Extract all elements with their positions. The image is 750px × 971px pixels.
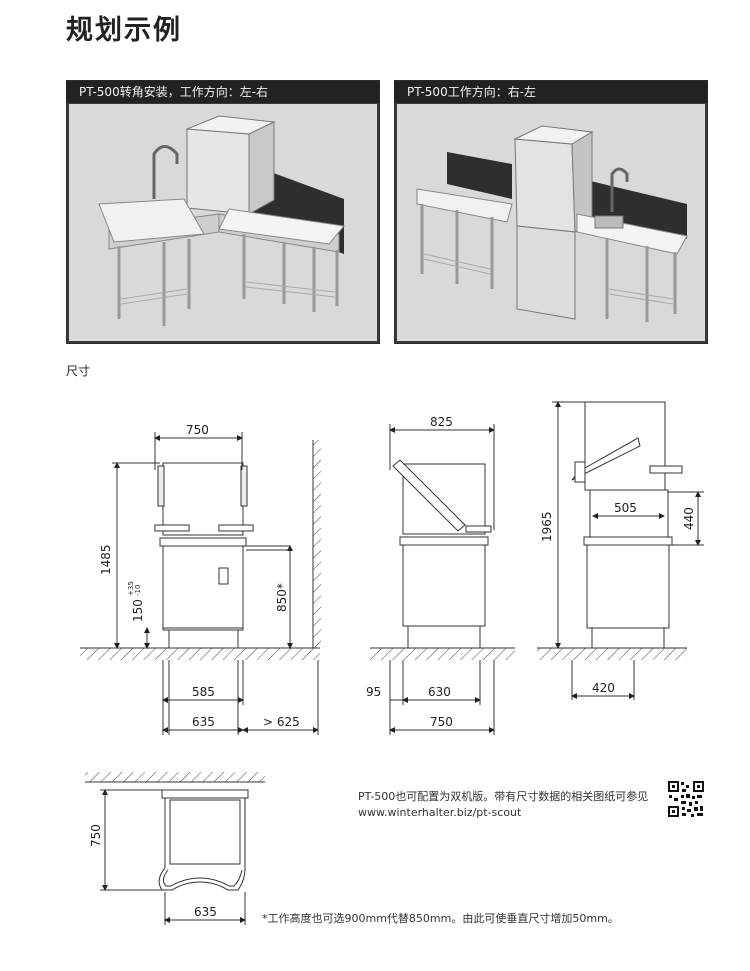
website-link[interactable]: www.winterhalter.biz/pt-scout bbox=[358, 806, 522, 819]
installation-example-right-left: PT-500工作方向：右-左 bbox=[394, 80, 708, 344]
render-image bbox=[397, 104, 705, 341]
dim-tol-minus: -10 bbox=[134, 585, 142, 596]
installation-example-corner: PT-500转角安装，工作方向：左-右 bbox=[66, 80, 380, 344]
dim-front-depth: 635 bbox=[192, 715, 215, 729]
dim-open-base: 420 bbox=[592, 681, 615, 695]
dimension-drawing: 750 1485 150 +35 -10 850* 585 635 > 625 … bbox=[80, 401, 704, 925]
dim-open-height: 1965 bbox=[540, 511, 554, 542]
dim-front-width: 750 bbox=[186, 423, 209, 437]
plan-view bbox=[85, 772, 265, 925]
footnote: *工作高度也可选900mm代替850mm。由此可使垂直尺寸增加50mm。 bbox=[262, 912, 619, 925]
dim-front-height: 1485 bbox=[99, 544, 113, 575]
panel-caption: PT-500工作方向：右-左 bbox=[395, 81, 707, 103]
dimensions-heading: 尺寸 bbox=[66, 364, 91, 378]
front-view bbox=[80, 432, 321, 735]
dim-side-base: 630 bbox=[428, 685, 451, 699]
open-view bbox=[537, 401, 704, 700]
dim-plan-depth: 750 bbox=[89, 824, 103, 847]
dim-front-clearance: > 625 bbox=[263, 715, 300, 729]
dim-open-inner-height: 440 bbox=[682, 507, 696, 530]
render-image bbox=[69, 104, 377, 341]
qr-code[interactable] bbox=[667, 780, 705, 818]
dim-open-inner-width: 505 bbox=[614, 501, 637, 515]
dual-version-note: PT-500也可配置为双机版。带有尺寸数据的相关图纸可参见 bbox=[358, 790, 649, 803]
dim-plan-width: 635 bbox=[194, 905, 217, 919]
side-view bbox=[370, 424, 515, 735]
dim-tol-plus: +35 bbox=[127, 581, 135, 596]
dim-front-adjust: 150 bbox=[131, 599, 145, 622]
dim-side-total: 750 bbox=[430, 715, 453, 729]
dim-side-offset: 95 bbox=[366, 685, 381, 699]
dishwasher-corner-render bbox=[69, 104, 377, 341]
dim-front-table: 850* bbox=[275, 583, 289, 612]
dishwasher-line-render bbox=[397, 104, 705, 341]
dim-front-base: 585 bbox=[192, 685, 215, 699]
page-title: 规划示例 bbox=[66, 15, 182, 46]
panel-caption: PT-500转角安装，工作方向：左-右 bbox=[67, 81, 379, 103]
dim-side-width: 825 bbox=[430, 415, 453, 429]
